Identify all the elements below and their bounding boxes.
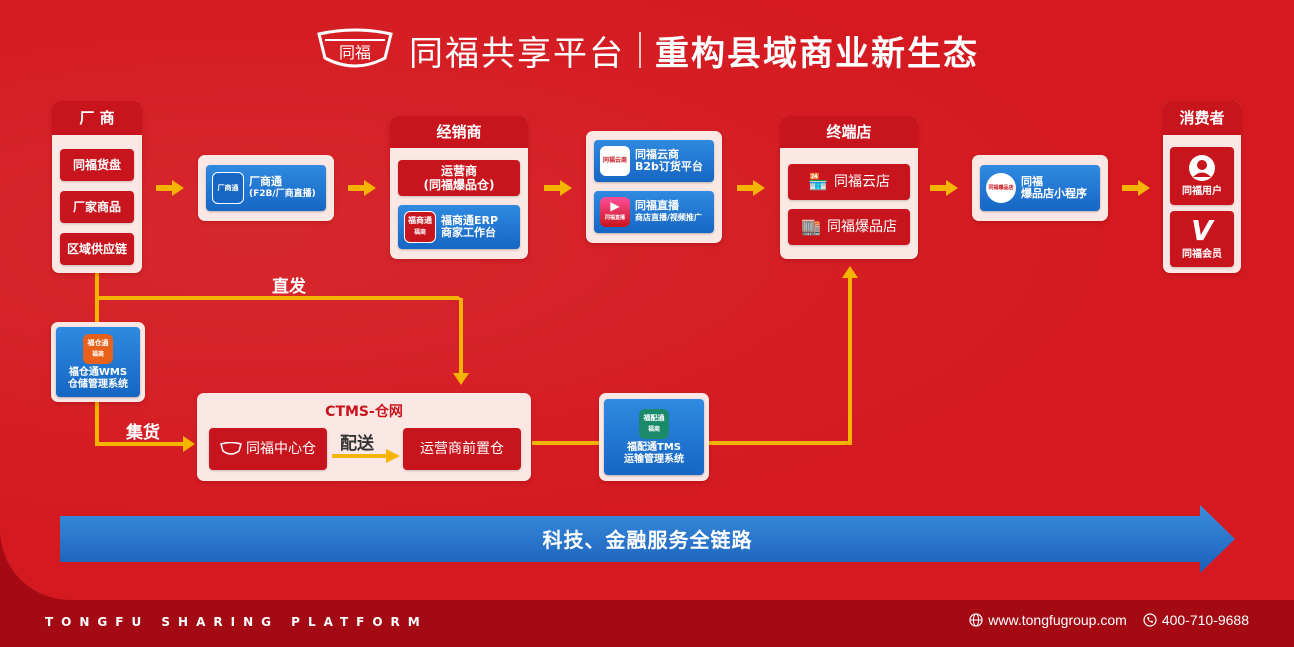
hot-shop-button[interactable]: 🏬同福爆品店 — [788, 209, 910, 245]
cloud-store-icon: 同福云商 — [600, 146, 630, 176]
cloud-app2-sub: 商店直播/视频推广 — [635, 213, 702, 222]
manufacturer-item-goods[interactable]: 同福货盘 — [60, 149, 134, 181]
mini-name: 同福 — [1021, 175, 1043, 188]
manufacturer-title: 厂 商 — [52, 101, 142, 135]
line-tms-right — [708, 441, 850, 445]
ctms-card: CTMS-仓网 同福中心仓 配送 运营商前置仓 — [197, 393, 531, 481]
tms-button[interactable]: 福配通福商 福配通TMS 运输管理系统 — [604, 399, 704, 475]
label-collect: 集货 — [126, 423, 160, 443]
distributor-app-name: 福商通ERP — [441, 214, 499, 227]
store-icon: 🏬 — [801, 217, 821, 236]
factory-app-button[interactable]: 厂商通 厂商通(F2B/厂商直播) — [206, 165, 326, 211]
vip-icon: V — [1191, 213, 1213, 247]
banner-arrow-icon — [60, 505, 1235, 573]
header: 同福 同福共享平台 重构县域商业新生态 — [0, 25, 1294, 75]
tms-name: 福配通TMS — [627, 441, 681, 453]
consumer-title: 消费者 — [1163, 101, 1241, 135]
manufacturer-item-supply[interactable]: 区域供应链 — [60, 233, 134, 265]
deliver-label: 配送 — [340, 434, 374, 454]
cloud-app1-name: 同福云商 — [635, 148, 679, 161]
header-divider — [639, 32, 641, 68]
mini-program-card: 同福爆品店 同福爆品店小程序 — [972, 155, 1108, 221]
slogan: 重构县域商业新生态 — [655, 33, 979, 74]
factory-app-name: 厂商通 — [249, 175, 282, 188]
manufacturer-item-products[interactable]: 厂家商品 — [60, 191, 134, 223]
line-direct-horizontal — [95, 296, 461, 300]
phone-link[interactable]: 400-710-9688 — [1143, 612, 1249, 628]
flow-arrow-icon — [930, 180, 958, 196]
fucangtong-icon: 福仓通福商 — [83, 333, 113, 364]
mini-program-button[interactable]: 同福爆品店 同福爆品店小程序 — [980, 165, 1100, 211]
flow-arrow-icon — [156, 180, 184, 196]
tms-card: 福配通福商 福配通TMS 运输管理系统 — [599, 393, 709, 481]
fupeitong-icon: 福配通福商 — [639, 408, 669, 439]
tms-sub: 运输管理系统 — [624, 453, 684, 465]
flow-arrow-icon — [544, 180, 572, 196]
live-stream-icon: ▶同福直播 — [600, 197, 630, 227]
live-stream-button[interactable]: ▶同福直播 同福直播商店直播/视频推广 — [594, 191, 714, 233]
factory-app-icon: 厂商通 — [212, 172, 244, 204]
wms-button[interactable]: 福仓通福商 福仓通WMS 仓储管理系统 — [56, 327, 140, 397]
manufacturer-card: 厂 商 同福货盘 厂家商品 区域供应链 — [52, 101, 142, 273]
flow-arrow-icon — [1122, 180, 1150, 196]
fushangtong-icon: 福商通福商 — [404, 211, 436, 243]
line-collect-down — [95, 400, 99, 446]
distributor-operator[interactable]: 运营商 (同福爆品仓) — [398, 160, 520, 196]
distributor-title: 经销商 — [390, 116, 528, 148]
main-background — [0, 0, 1294, 600]
footer-tagline: TONGFU SHARING PLATFORM — [45, 615, 428, 629]
logo-text: 同福 — [339, 43, 371, 62]
wms-sub: 仓储管理系统 — [68, 378, 128, 390]
tongfu-mini-logo-icon — [220, 442, 242, 455]
website-link[interactable]: www.tongfugroup.com — [969, 612, 1127, 628]
tongfu-logo-icon: 同福 — [317, 28, 393, 68]
line-direct-down — [459, 298, 463, 376]
hot-shop-icon: 同福爆品店 — [986, 173, 1016, 203]
user-icon — [1189, 154, 1215, 181]
mini-sub: 爆品店小程序 — [1021, 187, 1087, 200]
line-collect-horizontal — [95, 442, 187, 446]
terminal-title: 终端店 — [780, 116, 918, 148]
consumer-card: 消费者 同福用户 V 同福会员 — [1163, 101, 1241, 273]
footer-contacts: www.tongfugroup.com 400-710-9688 — [969, 612, 1249, 628]
footer: TONGFU SHARING PLATFORM www.tongfugroup.… — [0, 600, 1294, 647]
up-arrowhead-icon — [842, 266, 858, 278]
front-warehouse-button[interactable]: 运营商前置仓 — [403, 428, 521, 470]
line-ctms-tms — [532, 441, 600, 445]
phone-icon — [1143, 613, 1157, 627]
flow-arrow-icon — [737, 180, 765, 196]
ctms-title: CTMS-仓网 — [325, 404, 403, 420]
factory-app-sub: (F2B/厂商直播) — [249, 189, 316, 199]
collect-arrowhead-icon — [183, 436, 195, 452]
cloud-app2-name: 同福直播 — [635, 199, 679, 212]
banner-text: 科技、金融服务全链路 — [542, 528, 753, 552]
terminal-card: 终端店 🏪同福云店 🏬同福爆品店 — [780, 116, 918, 259]
cloud-shop-button[interactable]: 🏪同福云店 — [788, 164, 910, 200]
brand-title: 同福共享平台 — [409, 33, 625, 74]
direct-arrowhead-icon — [453, 373, 469, 385]
member-button[interactable]: V 同福会员 — [1170, 211, 1234, 267]
deliver-arrow-icon — [332, 449, 400, 463]
factory-app-card: 厂商通 厂商通(F2B/厂商直播) — [198, 155, 334, 221]
wms-name: 福仓通WMS — [68, 366, 128, 378]
globe-icon — [969, 613, 983, 627]
center-warehouse-button[interactable]: 同福中心仓 — [209, 428, 327, 470]
user-button[interactable]: 同福用户 — [1170, 147, 1234, 205]
flow-arrow-icon — [348, 180, 376, 196]
wms-card: 福仓通福商 福仓通WMS 仓储管理系统 — [51, 322, 145, 402]
cloud-app1-sub: B2b订货平台 — [635, 160, 703, 173]
distributor-app-sub: 商家工作台 — [441, 226, 496, 239]
shop-icon: 🏪 — [808, 172, 828, 191]
label-direct: 直发 — [272, 277, 306, 297]
line-up-to-terminal — [848, 278, 852, 445]
